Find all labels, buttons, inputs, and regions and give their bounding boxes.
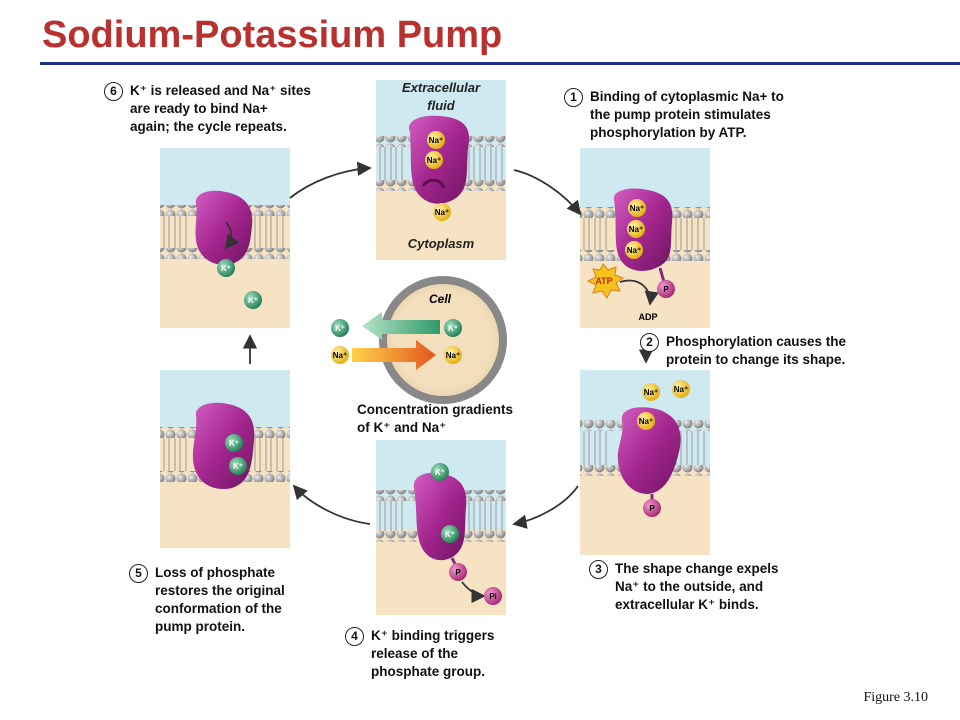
svg-text:K⁺: K⁺ [435,468,445,477]
svg-text:Na⁺: Na⁺ [435,208,449,217]
svg-text:Na⁺: Na⁺ [429,136,443,145]
svg-text:K⁺: K⁺ [335,324,345,333]
svg-text:P: P [455,568,461,577]
na-ion: Na⁺ [425,151,443,169]
step-3-caption: 3 The shape change expels Na⁺ to the out… [589,560,779,614]
step-2-caption: 2 Phosphorylation causes the protein to … [640,333,846,369]
atp-burst: ATP [586,263,625,299]
step-number: 4 [345,627,364,646]
na-ion: Na⁺ [427,131,445,149]
na-ion: Na⁺ [331,346,349,364]
na-ion: Na⁺ [628,199,646,217]
step-5-caption: 5 Loss of phosphate restores the origina… [129,564,285,636]
svg-text:Na⁺: Na⁺ [639,417,653,426]
gradient-caption: Concentration gradients of K⁺ and Na⁺ [357,402,514,435]
na-ion: Na⁺ [433,203,451,221]
svg-text:K⁺: K⁺ [229,439,239,448]
phosphate-released: Pi [484,587,502,605]
k-ion: K⁺ [244,291,262,309]
step-number: 5 [129,564,148,583]
panel-step-5 [160,370,290,548]
k-ion: K⁺ [217,259,235,277]
panel-step-4 [376,440,506,615]
step-1-caption: 1 Binding of cytoplasmic Na+ to the pump… [564,88,784,142]
cell-label: Cell [429,292,452,306]
na-ion: Na⁺ [672,380,690,398]
svg-text:Na⁺: Na⁺ [333,351,347,360]
k-ion: K⁺ [229,457,247,475]
figure-reference: Figure 3.10 [863,690,928,705]
na-ion: Na⁺ [625,241,643,259]
na-ion: Na⁺ [642,383,660,401]
na-ion: Na⁺ [627,220,645,238]
svg-text:Na⁺: Na⁺ [446,351,460,360]
svg-text:Na⁺: Na⁺ [674,385,688,394]
na-ion: Na⁺ [637,412,655,430]
svg-text:K⁺: K⁺ [233,462,243,471]
phosphate: P [643,499,661,517]
svg-text:K⁺: K⁺ [221,264,231,273]
extracellular-label: Extracellular fluid [401,80,481,113]
step-number: 3 [589,560,608,579]
phosphate: P [449,563,467,581]
panel-step-1 [580,148,710,328]
k-ion: K⁺ [441,525,459,543]
panel-step-6 [160,148,290,328]
svg-text:ATP: ATP [595,276,612,286]
svg-text:K⁺: K⁺ [445,530,455,539]
svg-text:Na⁺: Na⁺ [630,204,644,213]
step-number: 6 [104,82,123,101]
svg-text:P: P [649,504,655,513]
adp-label: ADP [638,312,657,322]
step-6-caption: 6 K⁺ is released and Na⁺ sites are ready… [104,82,311,136]
cycle-arrows [242,161,654,529]
svg-text:Na⁺: Na⁺ [627,246,641,255]
title-rule [40,62,960,65]
svg-text:K⁺: K⁺ [448,324,458,333]
k-ion: K⁺ [331,319,349,337]
svg-text:K⁺: K⁺ [248,296,258,305]
svg-text:Na⁺: Na⁺ [427,156,441,165]
step-4-caption: 4 K⁺ binding triggers release of the pho… [345,627,494,681]
page-title: Sodium-Potassium Pump [42,14,503,56]
step-number: 2 [640,333,659,352]
svg-text:Pi: Pi [489,592,497,601]
k-ion: K⁺ [225,434,243,452]
svg-text:Na⁺: Na⁺ [644,388,658,397]
step-number: 1 [564,88,583,107]
cell-gradient-diagram [352,276,507,404]
na-ion: Na⁺ [444,346,462,364]
cytoplasm-label: Cytoplasm [407,236,475,251]
svg-text:Na⁺: Na⁺ [629,225,643,234]
phosphate: P [657,280,675,298]
k-ion: K⁺ [444,319,462,337]
k-ion: K⁺ [431,463,449,481]
svg-text:P: P [663,285,669,294]
